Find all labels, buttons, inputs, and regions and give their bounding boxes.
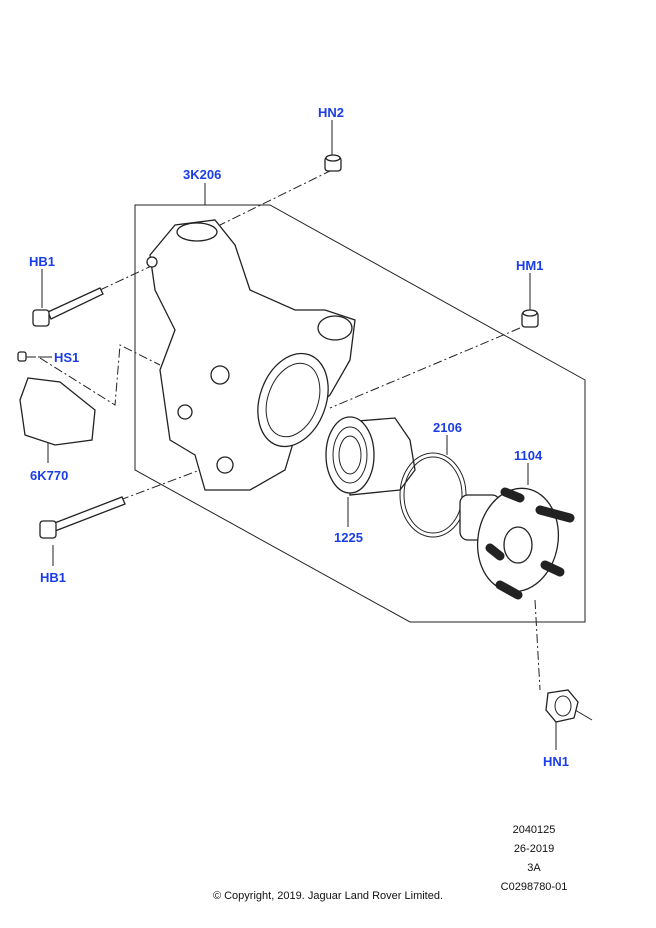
screw-hs1: [17, 351, 36, 362]
wheel-bearing-1225: [325, 416, 416, 496]
copyright-notice: © Copyright, 2019. Jaguar Land Rover Lim…: [212, 890, 444, 902]
callout-hb1-bottom: HB1: [40, 570, 66, 585]
knuckle-bearing-bore: [257, 352, 329, 448]
axis-hs1: [39, 344, 161, 406]
wheel-hub-1104: [459, 487, 575, 600]
assembly-outline: [134, 204, 586, 623]
axis-hb1-bottom: [119, 469, 201, 501]
bolt-hb1-bottom: [39, 496, 126, 539]
steering-knuckle-3k206: [149, 219, 356, 491]
knuckle-strut-bore: [176, 222, 218, 242]
illustration-code: C0298780-01: [500, 881, 568, 893]
callout-3k206: 3K206: [183, 167, 221, 182]
callout-hn2: HN2: [318, 105, 344, 120]
illustration-revision: 3A: [527, 862, 541, 874]
callout-hs1: HS1: [54, 350, 79, 365]
callout-1104: 1104: [514, 448, 543, 463]
axis-hn1: [534, 599, 541, 691]
callout-hm1: HM1: [516, 258, 543, 273]
axis-hm1: [329, 327, 521, 409]
callout-6k770: 6K770: [30, 468, 68, 483]
knuckle-boss: [210, 365, 230, 385]
splash-shield-6k770: [19, 377, 96, 446]
nut-hn2: [324, 154, 342, 172]
illustration-info: 2040125 26-2019 3A C0298780-01: [474, 821, 594, 897]
axis-hn1-tail: [574, 709, 593, 721]
callout-1225: 1225: [334, 530, 363, 545]
callout-hb1-top: HB1: [29, 254, 55, 269]
axis-hn2: [219, 169, 333, 226]
callout-hn1: HN1: [543, 754, 569, 769]
illustration-date: 26-2019: [513, 843, 555, 855]
nut-hm1: [521, 309, 539, 328]
callout-2106: 2106: [433, 420, 462, 435]
illustration-number: 2040125: [512, 824, 556, 836]
knuckle-upper-eye: [317, 315, 353, 341]
circlip-2106: [399, 452, 467, 538]
bolt-hb1-top: [32, 287, 104, 327]
hub-nut-hn1: [545, 689, 579, 723]
